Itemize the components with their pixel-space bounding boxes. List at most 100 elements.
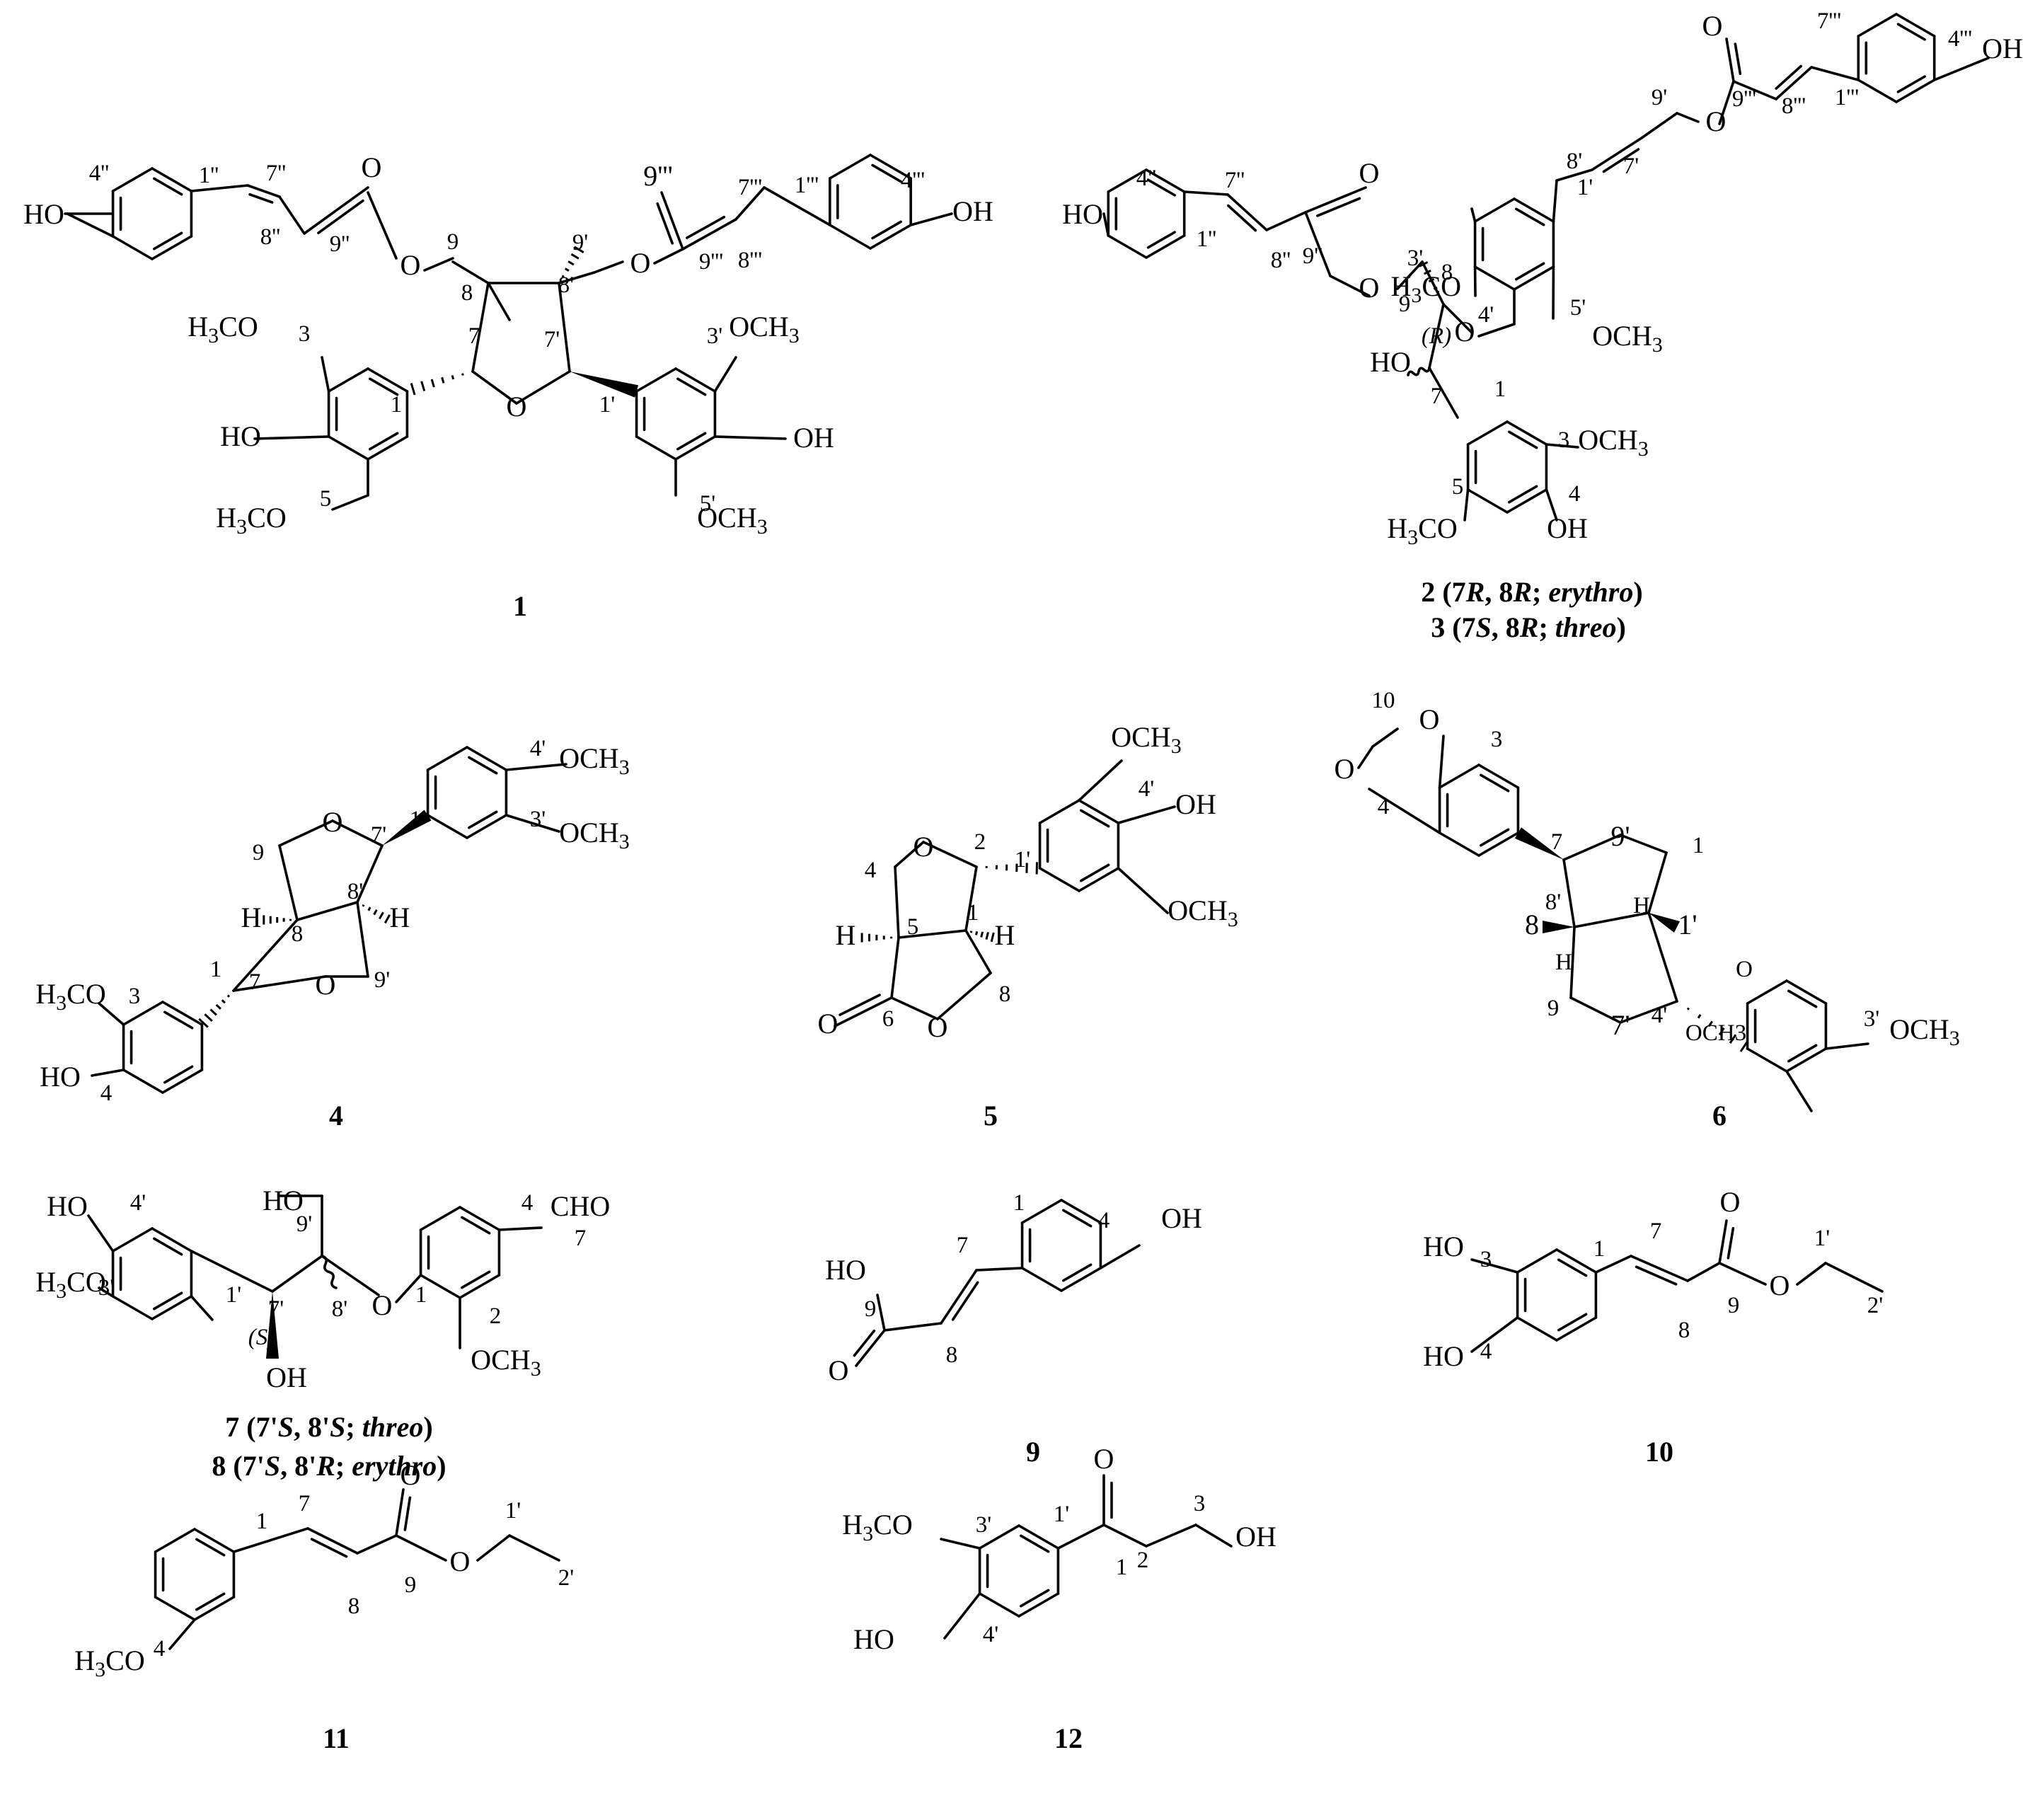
hashed-bond	[1718, 1027, 1725, 1036]
atom-label: OCH3	[1592, 320, 1662, 357]
atom-number-label: 4	[1378, 794, 1390, 819]
bond-line	[763, 186, 831, 226]
bond-line	[66, 212, 115, 238]
double-bond-line	[468, 810, 498, 829]
atom-number-label: 5	[907, 914, 919, 940]
compound-caption: 2 (7R, 8R; erythro)	[1421, 576, 1642, 608]
bond-line	[151, 167, 193, 192]
compound-caption: 1	[513, 590, 527, 622]
atom-label: OH	[1161, 1202, 1202, 1234]
wedge-bond	[266, 1291, 279, 1359]
hashed-bond	[567, 260, 575, 266]
atom-number-label: 8	[999, 981, 1011, 1007]
atom-number-label: 7	[249, 969, 261, 995]
double-bond-line	[1896, 75, 1926, 93]
atom-number-label: 7	[1431, 384, 1443, 409]
atom-number-label: 2	[974, 829, 986, 855]
atom-number-label: 9'	[374, 967, 390, 993]
bond-line	[1470, 207, 1477, 223]
bond-line	[471, 370, 518, 405]
bond-line	[829, 154, 872, 180]
bond-line	[635, 367, 677, 393]
atom-number-label: 4'	[983, 1622, 998, 1647]
atom-number-label: 8'	[1545, 889, 1561, 915]
hashed-bond	[1707, 1020, 1714, 1027]
bond-line	[1473, 197, 1516, 223]
bond-line	[111, 1295, 154, 1320]
double-bond-line	[871, 163, 902, 183]
bond-line	[151, 1295, 193, 1320]
bond-line	[1020, 1267, 1063, 1292]
bond-line	[1470, 1316, 1519, 1353]
bond-line	[1552, 179, 1558, 223]
atom-number-label: 1	[1693, 833, 1705, 858]
double-bond-line	[1316, 197, 1361, 217]
bond-line	[1619, 1000, 1678, 1024]
atom-number-label: 4'	[130, 1190, 146, 1216]
hashed-bond	[198, 1018, 209, 1028]
bond-line	[1545, 488, 1558, 522]
atom-number-label: 1'	[226, 1282, 241, 1308]
bond-line	[193, 1528, 236, 1553]
bond-line	[1107, 234, 1148, 259]
wedge-bond	[382, 810, 432, 846]
bond-line	[331, 819, 384, 847]
atom-number-label: (S)	[248, 1325, 275, 1350]
atom-number-label: 9''	[1303, 243, 1322, 269]
atom-label: HO	[853, 1623, 894, 1655]
atom-number-label: 7'	[371, 822, 386, 848]
bond-line	[151, 1227, 193, 1252]
bond-line	[1060, 1267, 1102, 1292]
double-bond-line	[1787, 989, 1818, 1008]
double-bond-line	[686, 215, 726, 239]
hashed-bond	[226, 994, 230, 998]
bond-line	[1545, 443, 1579, 449]
atom-number-label: 3'	[707, 323, 722, 349]
atom-label: O	[450, 1545, 471, 1577]
bond-line	[1038, 867, 1080, 892]
hashed-bond	[373, 909, 378, 916]
atom-number-label: 4	[1569, 481, 1581, 507]
atom-label: O	[323, 806, 343, 838]
bond-line	[1895, 79, 1936, 103]
double-bond-line	[153, 177, 183, 196]
bond-line	[1102, 1524, 1148, 1548]
bond-line	[356, 901, 369, 978]
atom-label: H	[390, 902, 410, 933]
atom-number-label: 7	[299, 1491, 311, 1516]
bond-line	[98, 1002, 125, 1026]
bond-line	[466, 746, 508, 771]
compound-caption: 9	[1026, 1436, 1040, 1468]
double-bond-line	[1602, 148, 1640, 173]
bond-line	[367, 191, 398, 260]
atom-label: OH	[952, 195, 993, 227]
atom-number-label: 2'	[1867, 1293, 1883, 1318]
atom-number-label: 8'''	[1782, 93, 1806, 119]
bond-line	[505, 763, 567, 771]
atom-number-label: OCH3	[1685, 1020, 1746, 1046]
atom-label: O	[630, 247, 651, 279]
bond-line	[1555, 1248, 1598, 1274]
hashed-bond	[1729, 1034, 1737, 1044]
hashed-bond	[441, 376, 445, 384]
atom-label: HO	[1423, 1231, 1464, 1262]
bond-line	[367, 435, 409, 461]
bond-line	[426, 814, 468, 839]
atom-label: OCH3	[729, 311, 799, 347]
atom-number-label: 8'	[558, 272, 574, 298]
double-bond-line	[1227, 204, 1257, 232]
atom-label: OH	[1175, 788, 1216, 820]
bond-line	[713, 356, 737, 393]
atom-number-label: 4	[100, 1081, 113, 1106]
atom-number-label: 7	[1650, 1219, 1662, 1244]
bond-line	[91, 1069, 125, 1077]
bond-line	[1038, 799, 1080, 824]
bond-line	[1732, 80, 1777, 100]
atom-number-label: 1	[1494, 376, 1506, 402]
bond-line	[168, 1618, 196, 1650]
compound-caption: 7 (7'S, 8'S; threo)	[225, 1411, 432, 1443]
bond-line	[869, 154, 912, 180]
bond-line	[87, 1214, 115, 1252]
